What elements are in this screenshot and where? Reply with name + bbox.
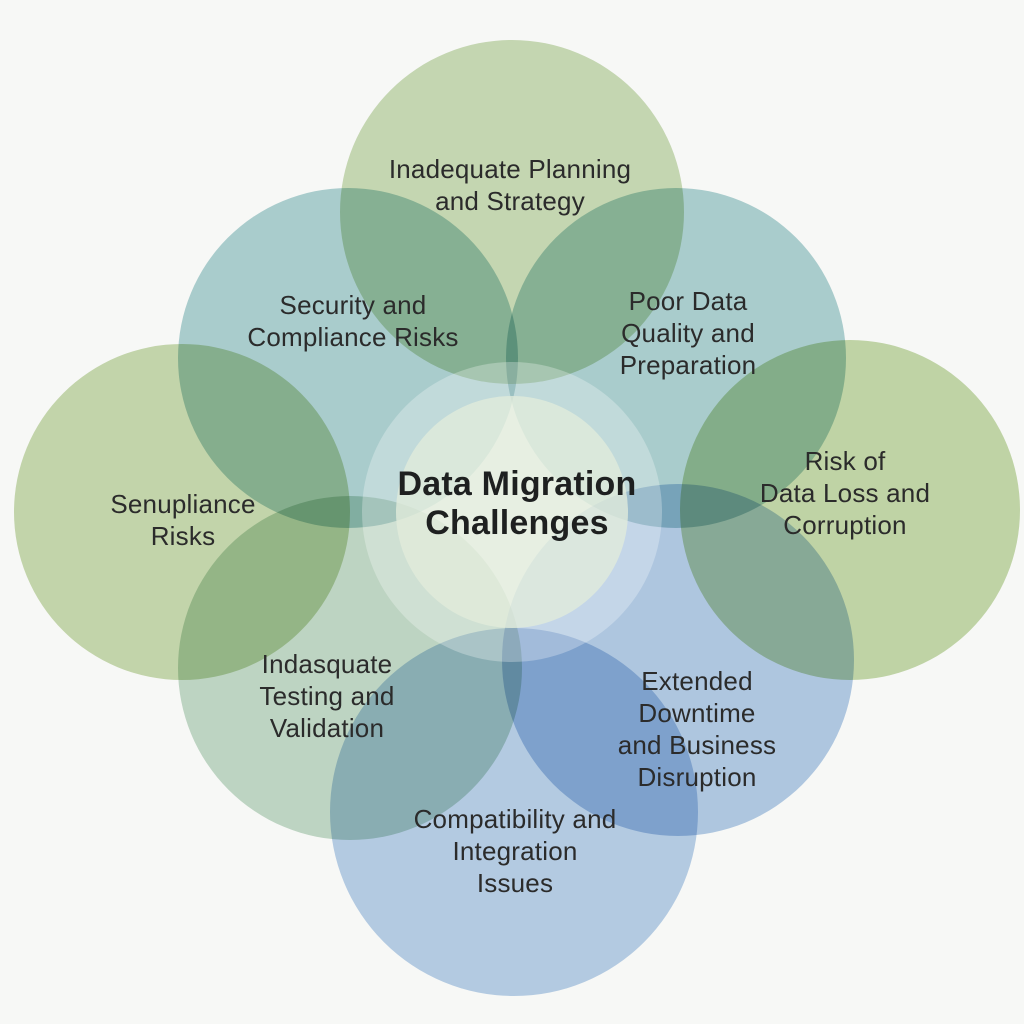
label-poor-data-quality: Poor Data Quality and Preparation — [619, 286, 757, 380]
center-glow-ring-inner — [396, 396, 628, 628]
label-compatibility-integration: Compatibility and Integration Issues — [413, 804, 617, 898]
label-senupliance-risks: Senupliance Risks — [110, 489, 256, 551]
label-risk-of-data-loss: Risk of Data Loss and Corruption — [759, 446, 931, 540]
label-inadequate-testing: Indasquate Testing and Validation — [259, 649, 395, 743]
label-security-compliance: Security and Compliance Risks — [247, 290, 459, 352]
label-extended-downtime: Extended Downtime and Business Disruptio… — [617, 666, 777, 792]
label-inadequate-planning: Inadequate Planning and Strategy — [388, 154, 632, 216]
circle-compatibility-integration — [330, 628, 698, 996]
diagram-center-title: Data Migration Challenges — [397, 465, 637, 542]
